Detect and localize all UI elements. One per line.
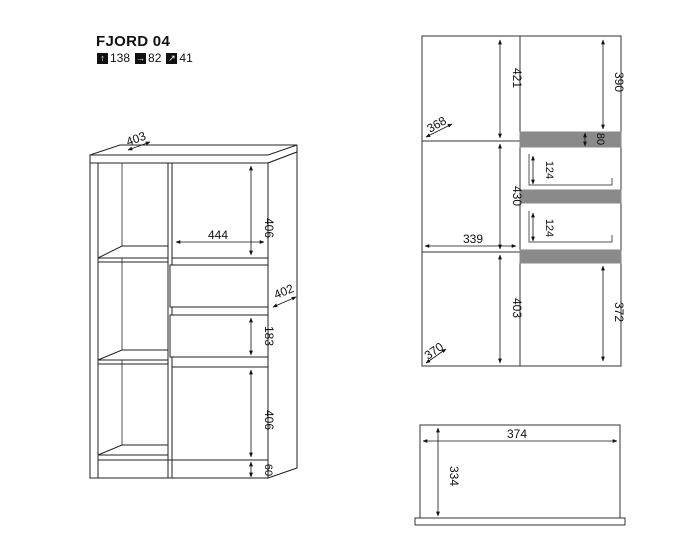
label-bottom-left-height: 403 — [510, 298, 524, 318]
arrow-up-icon: ↑ — [97, 52, 108, 64]
label-drawer-height: 183 — [262, 326, 276, 346]
dim-top-left-depth — [425, 123, 453, 138]
depth-value: 41 — [179, 51, 193, 65]
label-top-depth: 403 — [124, 129, 148, 149]
drawer-upper — [169, 264, 269, 308]
rail-middle — [519, 189, 622, 204]
cabinet-left-side — [89, 162, 99, 479]
label-drawer-2: 124 — [543, 219, 555, 237]
label-shelf-width: 444 — [208, 228, 228, 242]
rail-top — [519, 131, 622, 148]
layout-view — [421, 35, 622, 367]
label-upper-door: 406 — [262, 218, 276, 238]
label-lower-door: 406 — [262, 410, 276, 430]
title-block: FJORD 04 ↑ 138 → 82 ↗ 41 — [96, 33, 195, 66]
label-rail: 80 — [594, 133, 606, 145]
upper-compartment — [171, 162, 269, 259]
arrow-right-icon: → — [135, 52, 147, 64]
label-drawer-depth: 334 — [447, 466, 461, 486]
cabinet-top — [89, 144, 298, 164]
drawer-lower — [169, 314, 269, 358]
height-value: 138 — [110, 51, 131, 65]
dim-side-depth — [272, 296, 297, 308]
width-value: 82 — [148, 51, 162, 65]
drawer-dimension-lines — [422, 427, 618, 517]
lower-door — [171, 366, 269, 461]
product-title: FJORD 04 — [96, 33, 171, 50]
label-bottom-right-height: 372 — [612, 302, 626, 322]
label-middle-width: 339 — [463, 232, 483, 246]
overall-dimensions: ↑ 138 → 82 ↗ 41 — [96, 51, 195, 65]
dim-top-depth — [127, 141, 151, 151]
drawer-outline-2 — [528, 211, 613, 243]
label-middle-height: 430 — [510, 186, 524, 206]
label-plinth: 60 — [262, 464, 274, 476]
dim-bottom-left-depth — [425, 348, 447, 364]
shelf-upper — [97, 245, 169, 259]
drawer-outline-1 — [528, 154, 613, 186]
arrow-diagonal-icon: ↗ — [166, 52, 178, 64]
shelf-middle — [97, 349, 169, 361]
label-drawer-width: 374 — [507, 427, 527, 441]
front-dimension-lines — [127, 141, 297, 478]
label-top-left-height: 421 — [510, 68, 524, 88]
shelf-bottom — [97, 444, 169, 456]
rail-bottom — [519, 249, 622, 264]
layout-dimension-lines — [424, 39, 605, 364]
label-drawer-1: 124 — [543, 161, 555, 179]
drawer-front-panel — [414, 517, 626, 526]
cabinet-top-edge-right — [267, 144, 298, 156]
label-top-right-height: 390 — [612, 72, 626, 92]
